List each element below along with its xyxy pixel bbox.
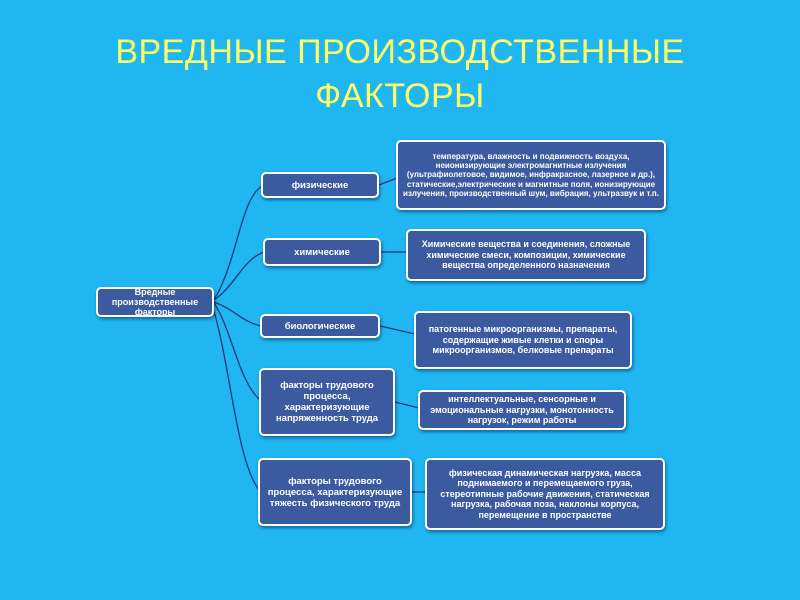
slide-title-line-1: ВРЕДНЫЕ ПРОИЗВОДСТВЕННЫЕ — [115, 33, 685, 71]
connector-root-to-intensity — [213, 302, 261, 401]
description-work-severity: физическая динамическая нагрузка, масса … — [425, 458, 665, 530]
category-work-severity-label: факторы трудового процесса, характеризую… — [267, 475, 403, 509]
category-physical-label: физические — [291, 179, 349, 191]
connector-root-to-biological — [213, 301, 262, 327]
description-work-intensity: интеллектуальные, сенсорные и эмоциональ… — [418, 390, 626, 430]
slide-title-line-2: ФАКТОРЫ — [315, 77, 485, 115]
description-physical: температура, влажность и подвижность воз… — [396, 140, 666, 210]
category-chemical-label: химические — [294, 246, 350, 258]
category-biological: биологические — [260, 314, 380, 338]
slide-title: ВРЕДНЫЕ ПРОИЗВОДСТВЕННЫЕ ФАКТОРЫ — [0, 30, 800, 118]
description-physical-text: температура, влажность и подвижность воз… — [403, 151, 659, 198]
description-chemical: Химические вещества и соединения, сложны… — [406, 229, 646, 281]
connector-biological-to-desc — [379, 325, 416, 335]
description-work-intensity-text: интеллектуальные, сенсорные и эмоциональ… — [430, 394, 614, 426]
category-biological-label: биологические — [284, 320, 356, 332]
description-biological-text: патогенные микроорганизмы, препараты, со… — [428, 324, 618, 356]
root-node-label: Вредные производственные факторы — [111, 287, 199, 317]
category-work-severity: факторы трудового процесса, характеризую… — [258, 458, 412, 526]
description-chemical-text: Химические вещества и соединения, сложны… — [421, 239, 631, 271]
description-work-severity-text: физическая динамическая нагрузка, масса … — [440, 467, 650, 520]
connector-root-to-severity — [211, 304, 260, 491]
description-biological: патогенные микроорганизмы, препараты, со… — [414, 311, 632, 369]
category-physical: физические — [261, 172, 379, 198]
connector-root-to-chemical — [213, 251, 265, 301]
category-work-intensity-label: факторы трудового процесса, характеризую… — [275, 380, 379, 424]
connector-root-to-physical — [213, 185, 263, 301]
category-work-intensity: факторы трудового процесса, характеризую… — [259, 368, 395, 436]
connector-physical-to-desc — [378, 177, 398, 186]
connector-intensity-to-desc — [394, 401, 420, 409]
root-node: Вредные производственные факторы — [96, 287, 214, 317]
category-chemical: химические — [263, 238, 381, 266]
